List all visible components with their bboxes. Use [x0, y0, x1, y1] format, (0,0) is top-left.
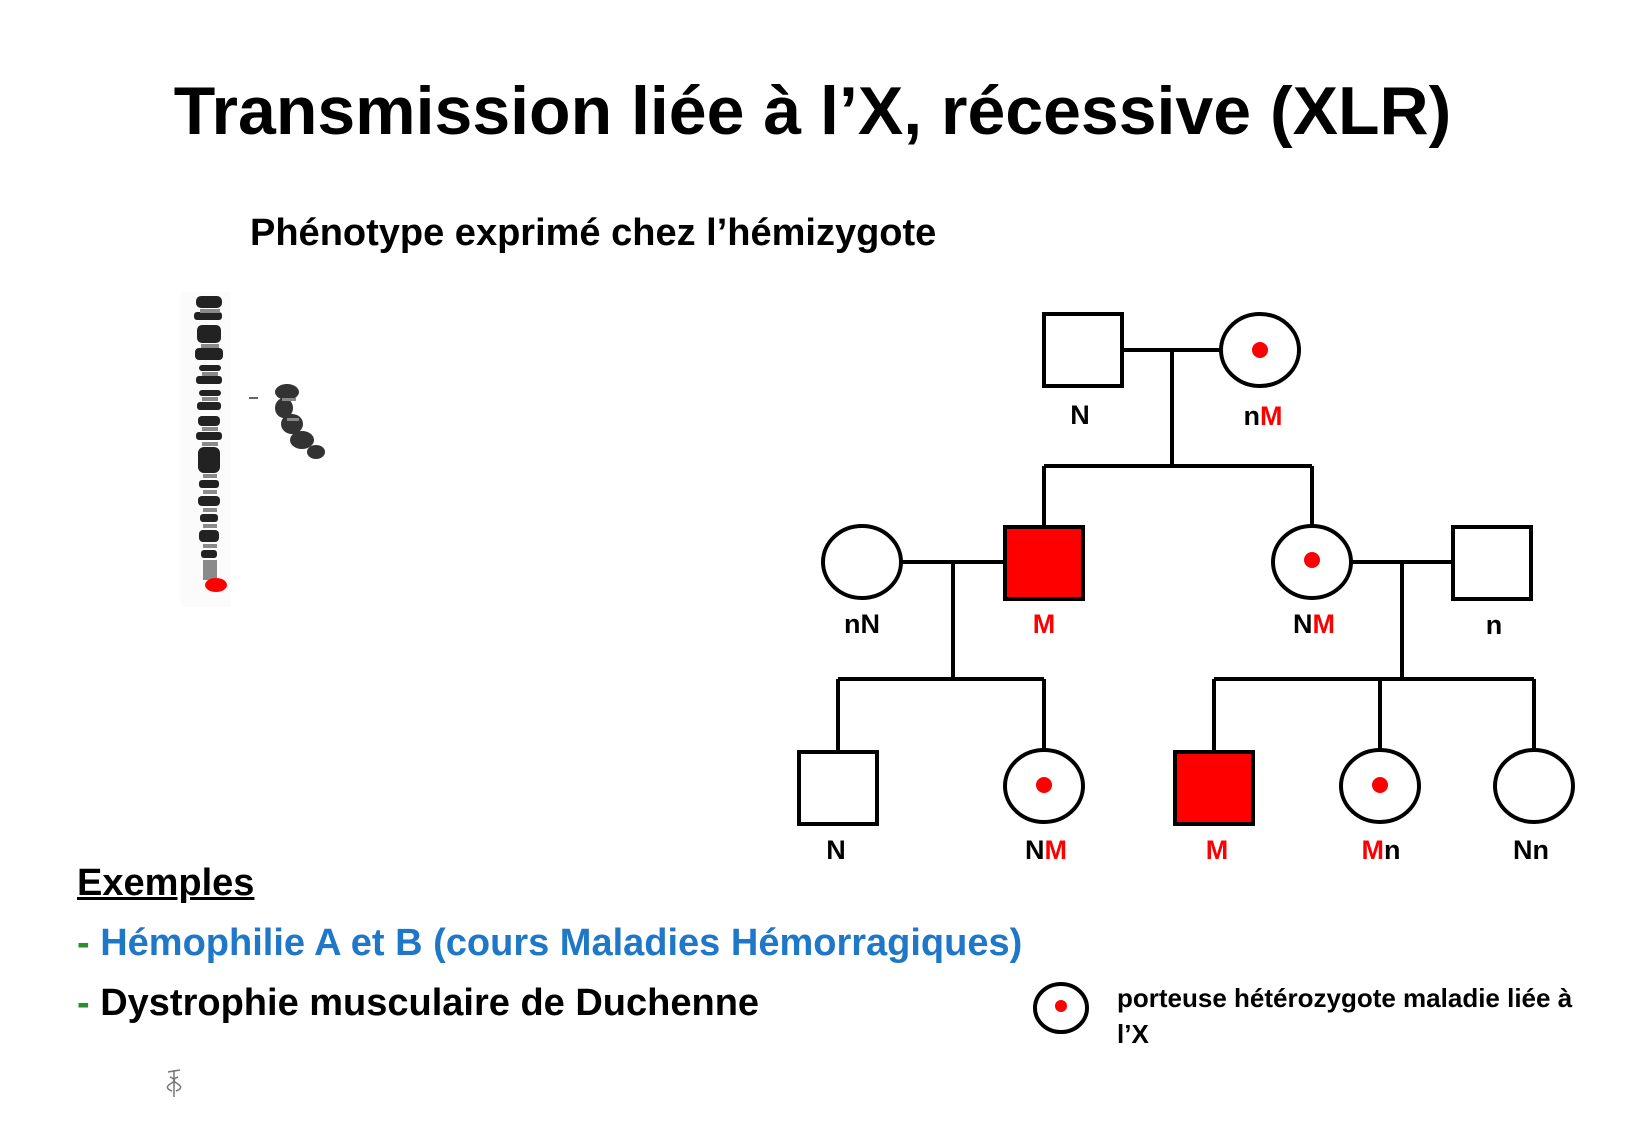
examples-heading: Exemples [77, 862, 255, 904]
example-text-hemophilia: Hémophilie A et B (cours Maladies Hémorr… [100, 922, 1023, 964]
gen3-child3-affected-square [1173, 750, 1255, 826]
example-text-duchenne: Dystrophie musculaire de Duchenne [100, 982, 760, 1024]
gen3-child4-carrier-circle [1339, 748, 1421, 824]
genotype-gen2-daughter: NM [1293, 609, 1335, 639]
slide-subtitle: Phénotype exprimé chez l’hémizygote [250, 212, 937, 254]
gen2-daughter-carrier-circle [1271, 524, 1353, 600]
genotype-gen3-child5: Nn [1513, 835, 1549, 865]
genotype-gen3-child1: N [826, 835, 846, 865]
slide-title: Transmission liée à l’X, récessive (XLR) [173, 73, 1452, 149]
example-item-duchenne: - Dystrophie musculaire de Duchenne [77, 982, 759, 1025]
gen3-child1-square [797, 750, 879, 826]
caduceus-icon [166, 1069, 182, 1097]
gen3-child5-circle [1493, 748, 1575, 824]
genotype-gen2-son: M [1033, 609, 1056, 639]
gen2-spouse-right-square [1451, 525, 1533, 601]
genotype-gen2-spouse-left: nN [844, 609, 880, 639]
pedigree-lines [836, 348, 1536, 752]
example-dash: - [77, 922, 90, 964]
genotype-gen1-mother: nM [1244, 401, 1283, 431]
genotype-gen3-child2: NM [1025, 835, 1067, 865]
x-chromosome-image [181, 292, 325, 607]
carrier-female-icon [1033, 982, 1089, 1034]
legend-label: porteuse hétérozygote maladie liée à l’X [1117, 983, 1573, 1049]
example-item-hemophilia: - Hémophilie A et B (cours Maladies Hémo… [77, 922, 1022, 965]
genotype-gen3-child3: M [1206, 835, 1229, 865]
gen2-son-affected-square [1003, 525, 1085, 601]
example-dash: - [77, 982, 90, 1024]
gen3-child2-carrier-circle [1003, 748, 1085, 824]
genotype-gen2-spouse-right: n [1486, 610, 1503, 640]
gen1-father-square [1042, 312, 1124, 388]
gen2-spouse-left-circle [821, 524, 903, 600]
gen1-mother-carrier-circle [1219, 312, 1301, 388]
genotype-gen3-child4: Mn [1362, 835, 1401, 865]
genotype-gen1-father: N [1070, 400, 1090, 430]
